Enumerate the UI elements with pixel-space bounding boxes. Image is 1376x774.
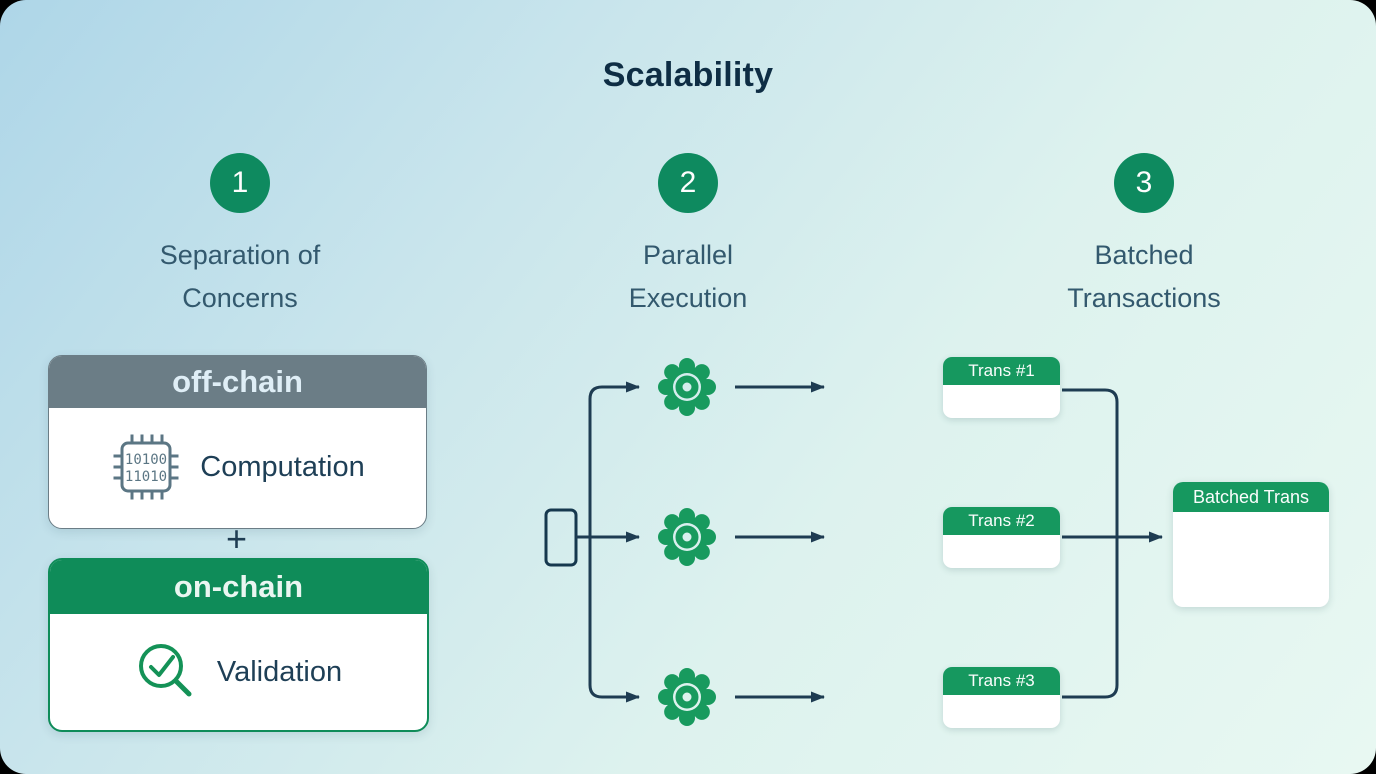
step-2-label-line1: Parallel (642, 240, 734, 270)
gear-icon (658, 358, 716, 416)
step-2-label-line2: Execution (628, 283, 748, 313)
offchain-body: 10100 11010 Computation (49, 408, 426, 526)
gear-icon (658, 668, 716, 726)
onchain-body: Validation (50, 614, 427, 730)
batched-trans-box: Batched Trans (1173, 482, 1329, 607)
input-block (544, 508, 578, 567)
onchain-header: on-chain (50, 560, 427, 614)
offchain-header: off-chain (49, 356, 426, 408)
plus-sign: + (225, 518, 248, 559)
trans-1-box: Trans #1 (943, 357, 1060, 418)
step-1-badge: 1 (210, 153, 270, 213)
chip-binary-line1: 10100 (125, 452, 167, 468)
fanout-connector (588, 381, 640, 703)
step-3-label-line1: Batched (1094, 240, 1194, 270)
magnifier-check-icon (138, 644, 192, 697)
onchain-card: on-chain Validation (48, 558, 429, 732)
step-3-badge: 3 (1114, 153, 1174, 213)
step-1-number: 1 (231, 166, 249, 199)
trans-2-box: Trans #2 (943, 507, 1060, 568)
step-3-number: 3 (1135, 166, 1153, 199)
chip-binary-line2: 11010 (125, 469, 167, 485)
trans-3-header: Trans #3 (943, 667, 1060, 695)
batched-trans-header: Batched Trans (1173, 482, 1329, 512)
trans-3-box: Trans #3 (943, 667, 1060, 728)
merge-connector (1062, 388, 1119, 699)
parallel-execution-diagram (544, 358, 825, 726)
step-2-number: 2 (679, 166, 697, 199)
step-3-label: Batched Transactions (994, 234, 1294, 320)
chip-icon: 10100 11010 (113, 434, 179, 500)
step-1-label-line2: Concerns (182, 283, 298, 313)
offchain-card: off-chain 10100 11010 Computation (48, 355, 427, 529)
batching-diagram (1062, 388, 1163, 699)
step-1-label-line1: Separation of (159, 240, 321, 270)
onchain-item-label: Validation (216, 655, 343, 688)
step-2-label: Parallel Execution (538, 234, 838, 320)
offchain-item-label: Computation (200, 450, 365, 483)
step-3-label-line2: Transactions (1067, 283, 1221, 313)
step-1-label: Separation of Concerns (90, 234, 390, 320)
trans-2-header: Trans #2 (943, 507, 1060, 535)
trans-1-header: Trans #1 (943, 357, 1060, 385)
gear-icon (658, 508, 716, 566)
page-title: Scalability (602, 56, 774, 94)
step-2-badge: 2 (658, 153, 718, 213)
